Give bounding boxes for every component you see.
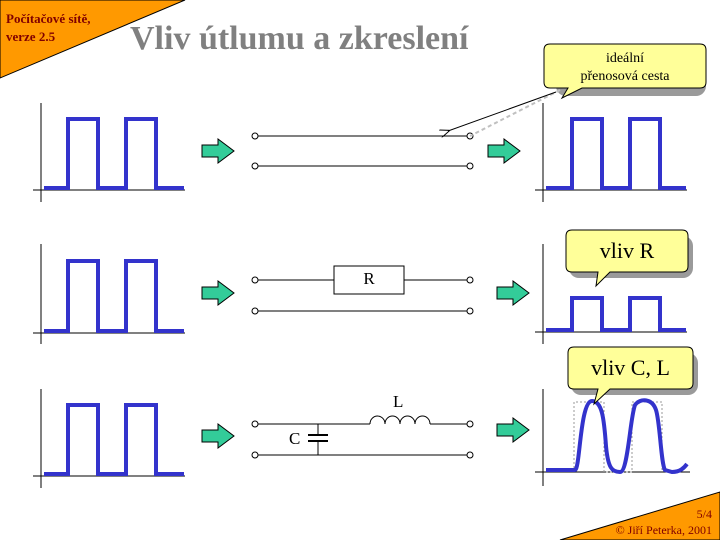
row2-output-graph — [535, 244, 687, 344]
row1-input-graph — [33, 103, 185, 202]
ideal-callout-line2: přenosová cesta — [580, 69, 670, 84]
row2-resistor-line — [251, 265, 474, 315]
ideal-callout-label: ideální přenosová cesta — [548, 50, 702, 86]
course-version: verze 2.5 — [6, 29, 56, 44]
vliv-cl-callout — [567, 346, 698, 406]
row3-output-graph — [535, 389, 690, 486]
row1-input-signal — [44, 117, 184, 190]
resistor-label: R — [363, 269, 375, 288]
capacitor-label: C — [289, 429, 301, 448]
copyright: © Jiří Peterka, 2001 — [615, 523, 712, 537]
row1-ideal-line — [251, 132, 474, 170]
course-name: Počítačové sítě, — [6, 11, 91, 26]
row3-out-arrow-icon — [496, 417, 530, 443]
row3-input-signal — [44, 403, 184, 476]
row2-input-signal — [44, 259, 184, 333]
row3-in-arrow-icon — [201, 423, 235, 449]
row1-output-signal — [546, 117, 686, 190]
row2-output-signal — [546, 296, 686, 332]
top-left-corner-triangle — [0, 0, 186, 79]
row2-input-graph — [33, 244, 185, 344]
row2-in-arrow-icon — [201, 280, 235, 306]
page-title: Vliv útlumu a zkreslení — [130, 20, 469, 57]
vliv-r-callout — [565, 229, 693, 288]
row2-out-arrow-icon — [496, 280, 530, 306]
inductor-coil — [369, 415, 431, 425]
row3-lc-line — [251, 415, 474, 459]
row3-input-graph — [33, 389, 185, 488]
vliv-r-label: vliv R — [599, 238, 655, 263]
row3-ideal-outline — [573, 401, 663, 473]
ideal-callout-line1: ideální — [605, 51, 645, 66]
row1-out-arrow-icon — [487, 138, 521, 164]
vliv-cl-label: vliv C, L — [591, 355, 670, 380]
page-number: 5/4 — [696, 507, 712, 521]
resistor-box — [333, 265, 405, 295]
row3-output-signal — [546, 398, 689, 475]
ideal-line-callout — [448, 43, 707, 136]
inductor-label: L — [393, 392, 404, 411]
row1-output-graph — [535, 103, 687, 202]
row1-in-arrow-icon — [201, 138, 235, 164]
